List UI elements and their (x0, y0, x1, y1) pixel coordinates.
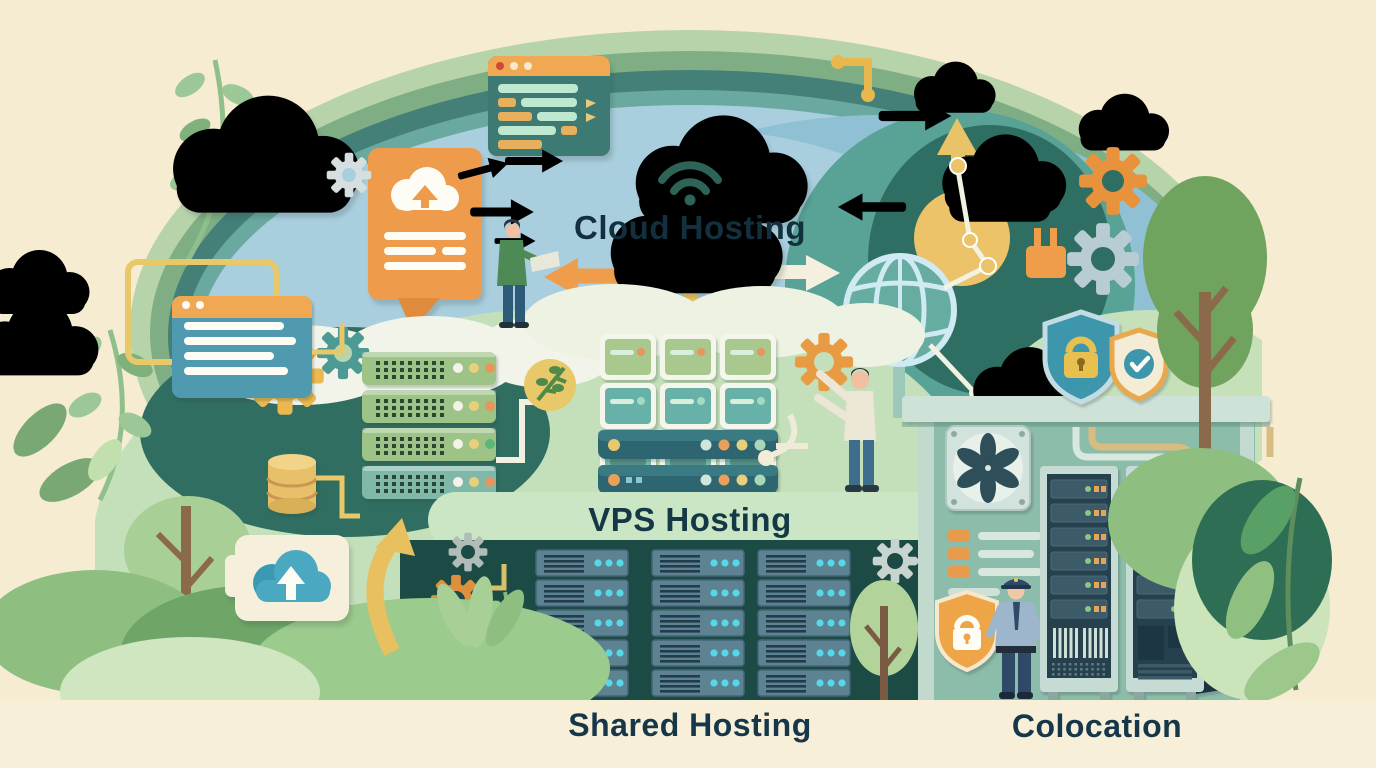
upload-note-card-icon (368, 148, 482, 330)
person-with-laptop-figure (497, 219, 560, 328)
vps-hosting-label: VPS Hosting (588, 501, 792, 538)
blue-cloud-top-right (1078, 93, 1170, 151)
gear-hole (342, 168, 356, 182)
branch-node-icon (524, 359, 576, 411)
shield-lock-icon-orange (935, 589, 999, 673)
vps-label-band (428, 492, 952, 548)
wifi-icon (658, 161, 722, 195)
cloud-hosting-label: Cloud Hosting (574, 209, 806, 246)
curved-arrow-icon (366, 518, 415, 656)
shield-lock-icon-teal (1042, 309, 1120, 405)
tree-icon-bottom-left (124, 496, 252, 644)
code-window-icon (488, 56, 610, 156)
security-guard-figure (986, 578, 1044, 699)
vps-server-bars (598, 430, 778, 494)
shared-hosting-label: Shared Hosting (568, 707, 812, 743)
gear-hole (461, 545, 475, 559)
gear-hole (887, 553, 903, 569)
tree-icon-mid (850, 580, 918, 702)
pipe-connector (770, 413, 808, 458)
colocation-label: Colocation (1011, 708, 1183, 744)
gear-hole (814, 352, 834, 372)
tree-icon-right (1143, 176, 1267, 497)
gear-hole (1091, 247, 1115, 271)
person-with-gear-figure (814, 368, 879, 492)
shield-check-icon (1109, 327, 1169, 402)
upload-cloud-icon (253, 550, 331, 602)
pipe-node (758, 450, 774, 466)
database-icon (266, 454, 318, 514)
cooling-fan-icon (945, 425, 1031, 511)
connector-lines (312, 324, 360, 519)
gear-hole (1102, 170, 1124, 192)
leaf-plant-bottom-right (1192, 477, 1332, 702)
plug-icon (1026, 228, 1066, 278)
spec-list-icon (948, 530, 1042, 596)
upload-cloud-card-icon (225, 535, 349, 621)
network-nodes-icon (928, 157, 997, 399)
cloud-hosting-cloud (610, 115, 808, 294)
browser-window-icon (172, 296, 312, 398)
bottom-label-band (0, 700, 1376, 768)
grass-sprig (436, 576, 525, 648)
left-server-stack (362, 352, 496, 499)
